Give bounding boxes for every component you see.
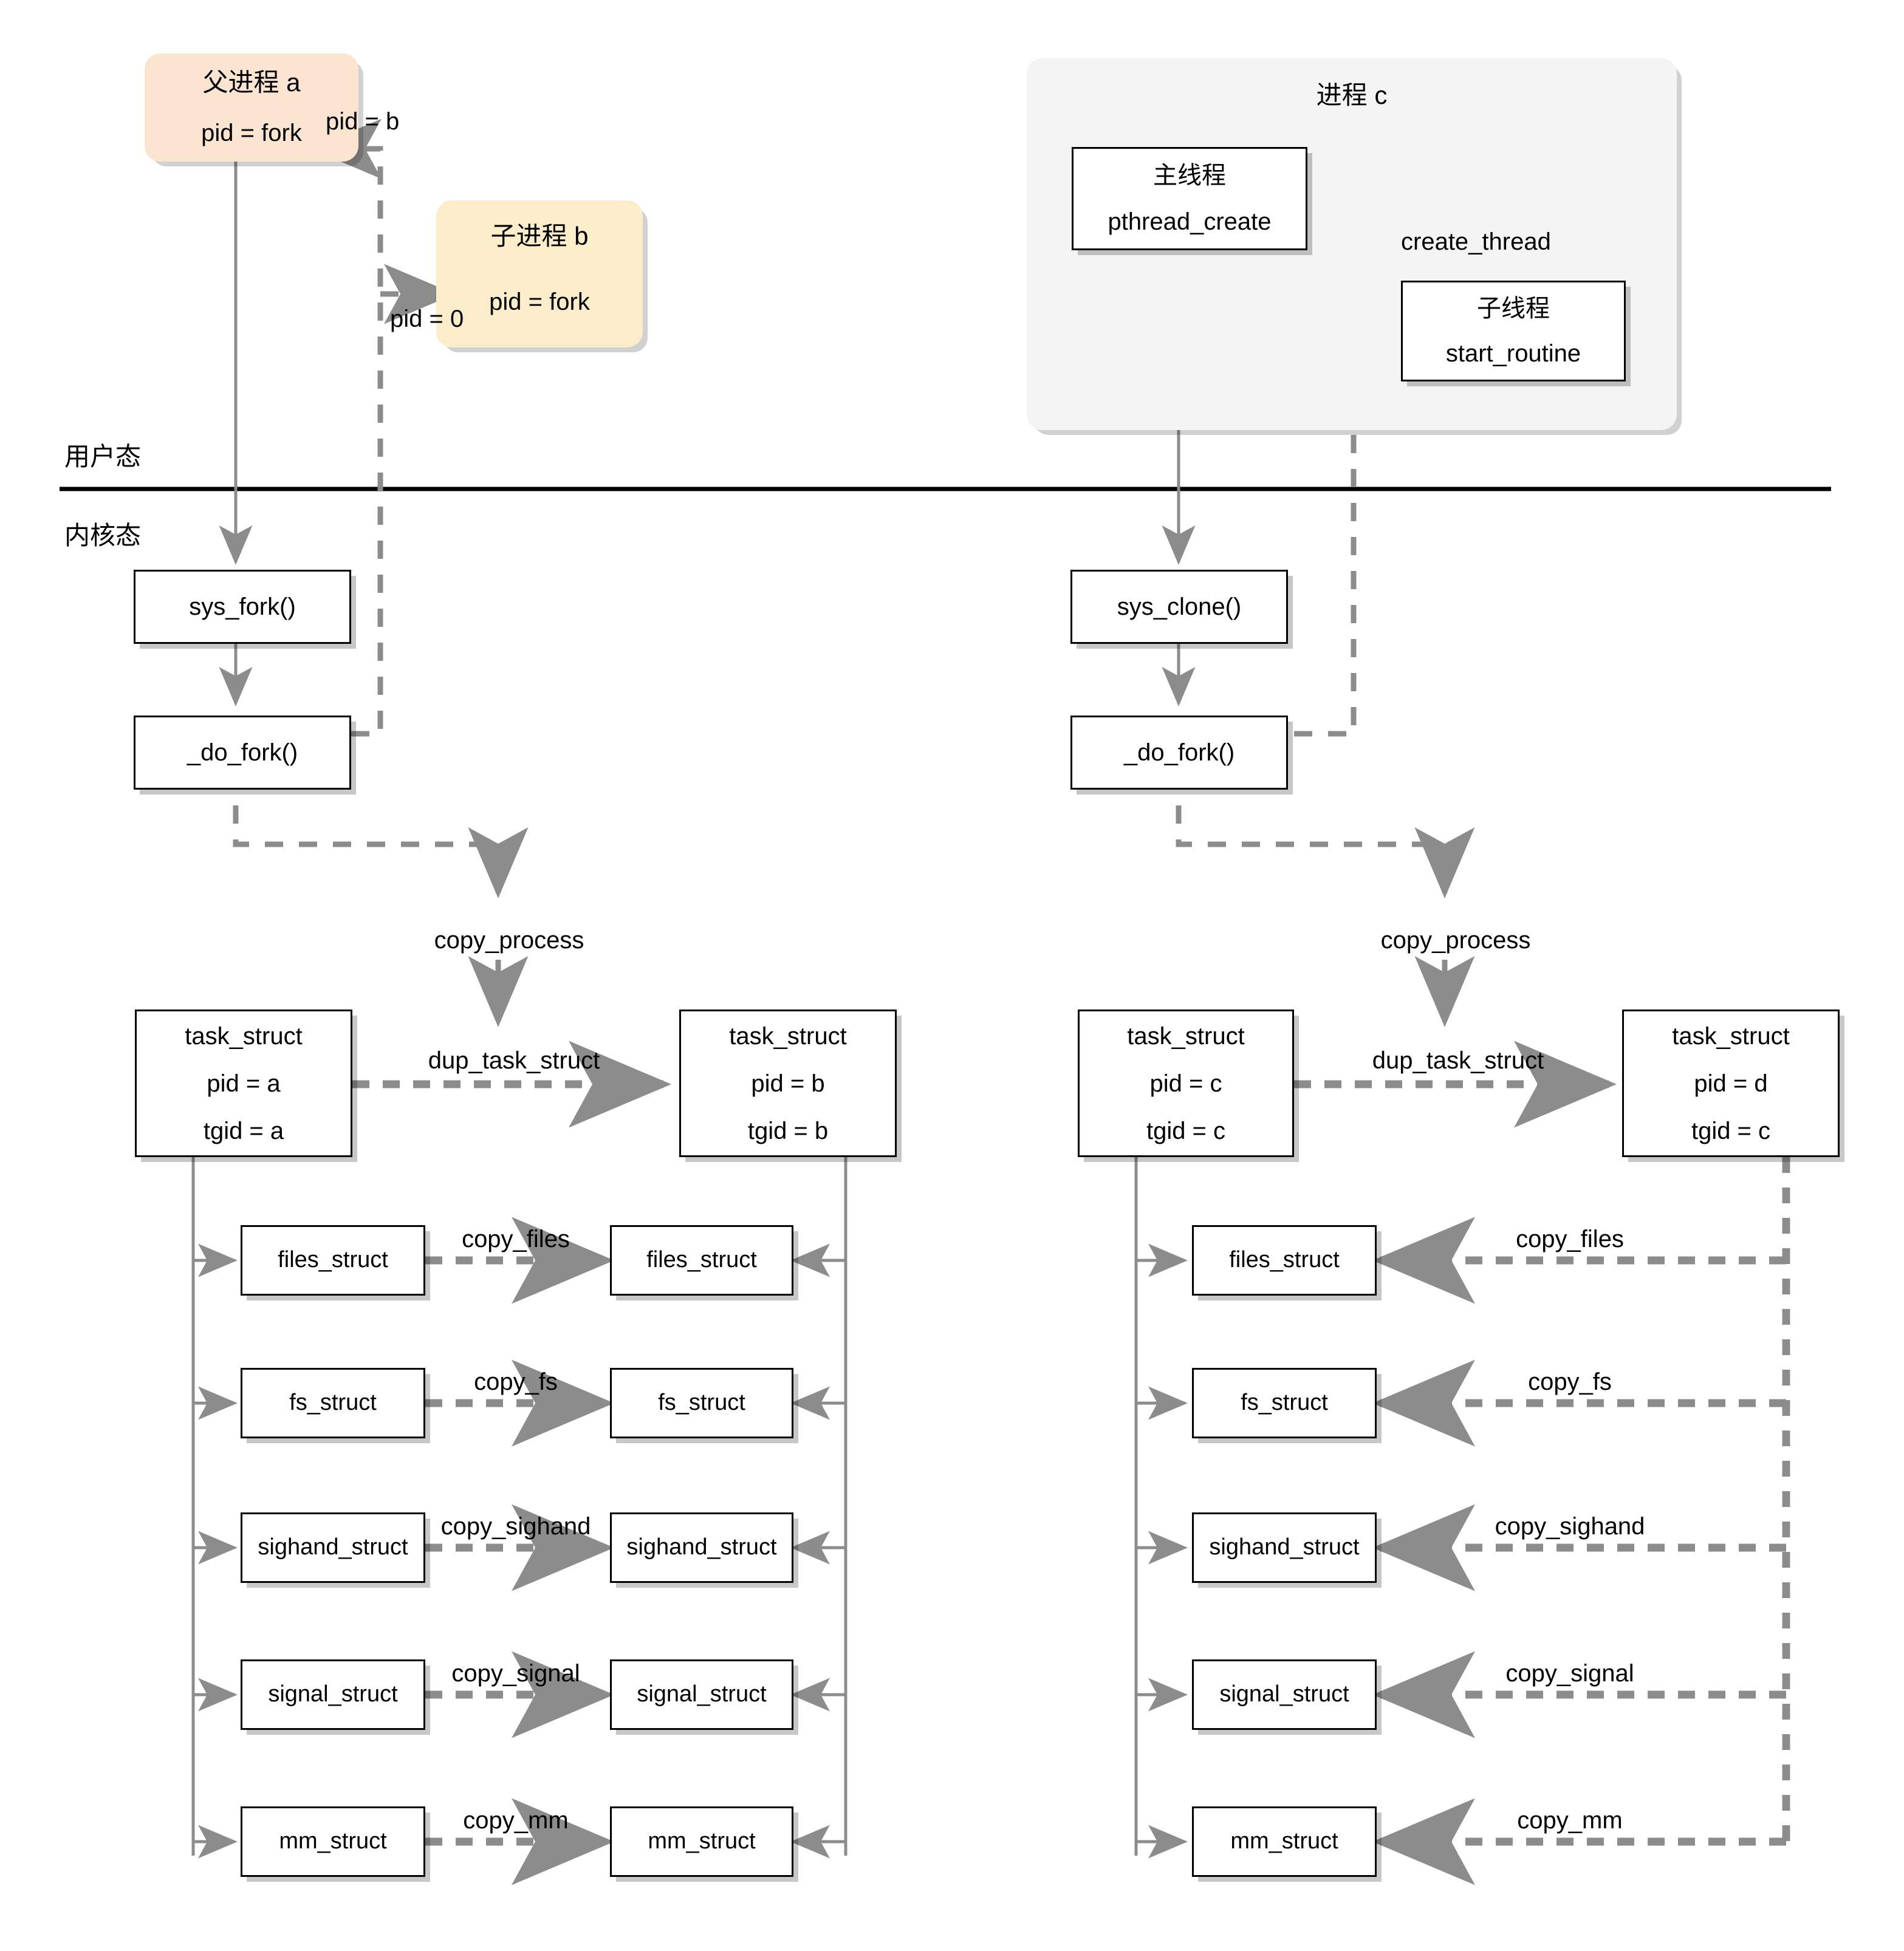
left-copy-label-4: copy_mm xyxy=(463,1807,569,1834)
left-do-fork-label: _do_fork() xyxy=(187,739,298,766)
right-struct-3[interactable]: signal_struct xyxy=(1192,1659,1377,1730)
left-parent-struct-0-label: files_struct xyxy=(278,1247,388,1273)
fork-return-parent-label: pid = b xyxy=(326,108,400,135)
kernel-mode-label: 内核态 xyxy=(64,521,142,550)
left-task-parent-title: task_struct xyxy=(185,1022,303,1050)
right-task-child-title: task_struct xyxy=(1672,1022,1790,1050)
right-struct-3-label: signal_struct xyxy=(1219,1681,1349,1707)
right-do-fork-label: _do_fork() xyxy=(1123,739,1235,766)
fork-return-child-label: pid = 0 xyxy=(390,306,464,332)
right-copy-label-2: copy_sighand xyxy=(1495,1513,1645,1540)
left-parent-struct-0[interactable]: files_struct xyxy=(241,1225,425,1296)
main-thread-title: 主线程 xyxy=(1153,162,1226,189)
left-copy-label-3: copy_signal xyxy=(451,1660,580,1687)
right-parent-branch-arrows xyxy=(1136,1243,1188,1859)
right-task-parent-title: task_struct xyxy=(1127,1022,1245,1050)
child-thread-title: 子线程 xyxy=(1477,295,1550,322)
right-struct-2[interactable]: sighand_struct xyxy=(1192,1512,1377,1583)
child-thread-box[interactable]: 子线程 start_routine xyxy=(1401,281,1626,381)
right-struct-0-label: files_struct xyxy=(1229,1247,1340,1273)
right-task-parent-pid: pid = c xyxy=(1149,1070,1222,1097)
create-thread-label: create_thread xyxy=(1401,228,1551,255)
left-parent-branch-arrows xyxy=(193,1243,238,1859)
left-parent-struct-3-label: signal_struct xyxy=(268,1681,398,1707)
left-copy-label-2: copy_sighand xyxy=(440,1513,591,1540)
right-task-struct-child[interactable]: task_struct pid = d tgid = c xyxy=(1622,1010,1840,1157)
left-copy-label-0: copy_files xyxy=(462,1226,570,1252)
sys-clone-label: sys_clone() xyxy=(1117,593,1242,620)
left-parent-struct-4[interactable]: mm_struct xyxy=(241,1806,425,1877)
right-copy-process-label: copy_process xyxy=(1380,927,1531,954)
right-copy-label-0: copy_files xyxy=(1516,1226,1624,1252)
right-copy-label-1: copy_fs xyxy=(1528,1368,1612,1395)
sys-fork-box[interactable]: sys_fork() xyxy=(134,570,351,644)
left-parent-struct-2[interactable]: sighand_struct xyxy=(241,1512,425,1583)
left-child-struct-1-label: fs_struct xyxy=(658,1390,745,1416)
right-struct-1-label: fs_struct xyxy=(1241,1390,1328,1416)
child-process-box[interactable]: 子进程 b pid = fork xyxy=(436,200,643,347)
right-copy-label-3: copy_signal xyxy=(1505,1660,1634,1687)
left-child-struct-0-label: files_struct xyxy=(646,1247,757,1273)
child-process-body: pid = fork xyxy=(489,289,590,315)
sys-fork-label: sys_fork() xyxy=(189,593,296,620)
left-child-struct-3[interactable]: signal_struct xyxy=(610,1659,793,1730)
left-task-struct-child[interactable]: task_struct pid = b tgid = b xyxy=(679,1010,897,1157)
left-copy-process-label: copy_process xyxy=(434,927,584,954)
child-thread-body: start_routine xyxy=(1445,340,1581,367)
right-task-child-pid: pid = d xyxy=(1694,1070,1768,1097)
left-parent-struct-3[interactable]: signal_struct xyxy=(241,1659,425,1730)
left-dup-task-struct-label: dup_task_struct xyxy=(428,1047,600,1074)
user-mode-label: 用户态 xyxy=(64,442,142,471)
left-task-child-pid: pid = b xyxy=(751,1070,825,1097)
right-do-fork-box[interactable]: _do_fork() xyxy=(1070,716,1288,790)
parent-process-box[interactable]: 父进程 a pid = fork xyxy=(145,53,358,162)
right-struct-2-label: sighand_struct xyxy=(1209,1534,1360,1560)
left-child-struct-1[interactable]: fs_struct xyxy=(610,1368,793,1438)
left-copy-label-1: copy_fs xyxy=(474,1368,558,1395)
left-parent-struct-1[interactable]: fs_struct xyxy=(241,1368,425,1438)
right-task-child-tgid: tgid = c xyxy=(1691,1117,1771,1144)
left-child-struct-2-label: sighand_struct xyxy=(626,1534,777,1560)
right-struct-4-label: mm_struct xyxy=(1230,1828,1338,1854)
left-child-struct-3-label: signal_struct xyxy=(637,1681,767,1707)
left-parent-struct-1-label: fs_struct xyxy=(289,1390,377,1416)
right-dofork-to-copyprocess-path xyxy=(1176,771,1475,898)
left-parent-struct-4-label: mm_struct xyxy=(279,1828,387,1854)
left-task-struct-parent[interactable]: task_struct pid = a tgid = a xyxy=(135,1010,352,1157)
left-task-child-title: task_struct xyxy=(729,1022,847,1050)
left-child-branch-arrows xyxy=(790,1243,846,1859)
left-task-child-tgid: tgid = b xyxy=(747,1117,829,1144)
right-struct-0[interactable]: files_struct xyxy=(1192,1225,1377,1296)
right-task-struct-parent[interactable]: task_struct pid = c tgid = c xyxy=(1078,1010,1294,1157)
main-thread-body: pthread_create xyxy=(1108,208,1272,235)
left-child-struct-4-label: mm_struct xyxy=(648,1828,756,1854)
right-struct-1[interactable]: fs_struct xyxy=(1192,1368,1377,1438)
right-copy-arrows xyxy=(1372,1217,1786,1885)
left-child-struct-4[interactable]: mm_struct xyxy=(610,1806,793,1877)
parent-process-body: pid = fork xyxy=(201,120,302,147)
left-copy-arrows xyxy=(425,1217,614,1885)
child-process-title: 子进程 b xyxy=(490,222,589,250)
process-group-c-title: 进程 c xyxy=(1316,81,1388,109)
left-task-parent-pid: pid = a xyxy=(207,1070,281,1097)
parent-process-title: 父进程 a xyxy=(202,67,301,97)
left-child-struct-2[interactable]: sighand_struct xyxy=(610,1512,793,1583)
main-thread-box[interactable]: 主线程 pthread_create xyxy=(1072,147,1307,250)
right-copy-label-4: copy_mm xyxy=(1517,1807,1623,1834)
left-parent-struct-2-label: sighand_struct xyxy=(258,1534,408,1560)
left-child-struct-0[interactable]: files_struct xyxy=(610,1225,793,1296)
right-struct-4[interactable]: mm_struct xyxy=(1192,1806,1377,1877)
left-do-fork-box[interactable]: _do_fork() xyxy=(134,716,351,790)
fork-return-parent-path xyxy=(310,118,383,737)
right-task-parent-tgid: tgid = c xyxy=(1146,1117,1226,1144)
left-dofork-to-copyprocess-path xyxy=(233,771,529,898)
right-dup-task-struct-label: dup_task_struct xyxy=(1372,1047,1544,1074)
sys-clone-box[interactable]: sys_clone() xyxy=(1070,570,1288,644)
left-task-parent-tgid: tgid = a xyxy=(203,1117,284,1144)
